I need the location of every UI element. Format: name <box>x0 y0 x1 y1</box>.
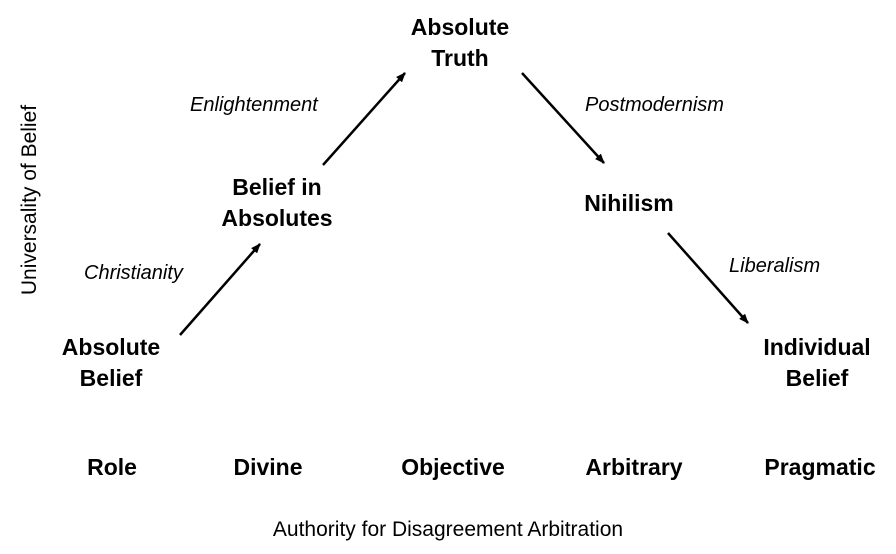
edge-label-enlightenment: Enlightenment <box>190 94 318 116</box>
arrow-enlightenment <box>322 72 406 166</box>
x-category-role: Role <box>87 454 137 480</box>
edge-label-christianity: Christianity <box>84 262 183 284</box>
node-belief-in-absolutes-line-2: Absolutes <box>221 205 333 231</box>
node-absolute-belief-line-2: Belief <box>79 365 143 391</box>
node-nihilism: Nihilism <box>584 188 673 219</box>
node-absolute-truth-line-1: Absolute <box>410 14 510 40</box>
node-absolute-belief: Absolute Belief <box>62 332 160 394</box>
node-absolute-truth: Absolute Truth <box>411 12 509 74</box>
node-belief-in-absolutes-line-1: Belief in <box>232 174 322 200</box>
edge-label-postmodernism: Postmodernism <box>585 94 724 116</box>
x-category-divine: Divine <box>233 454 303 480</box>
node-belief-in-absolutes: Belief in Absolutes <box>221 172 332 234</box>
arrow-christianity <box>179 243 261 336</box>
node-nihilism-line-1: Nihilism <box>584 190 674 216</box>
node-absolute-belief-line-1: Absolute <box>61 334 161 360</box>
node-individual-belief: Individual Belief <box>763 332 870 394</box>
x-category-objective: Objective <box>401 454 505 480</box>
node-individual-belief-line-1: Individual <box>763 334 871 360</box>
node-absolute-truth-line-2: Truth <box>431 45 489 71</box>
x-axis-title: Authority for Disagreement Arbitration <box>272 518 624 541</box>
node-individual-belief-line-2: Belief <box>785 365 849 391</box>
edge-label-liberalism: Liberalism <box>729 255 821 277</box>
x-category-arbitrary: Arbitrary <box>585 454 683 480</box>
x-category-pragmatic: Pragmatic <box>764 454 876 480</box>
arrow-postmodernism <box>521 72 605 164</box>
arrow-liberalism <box>667 232 749 324</box>
